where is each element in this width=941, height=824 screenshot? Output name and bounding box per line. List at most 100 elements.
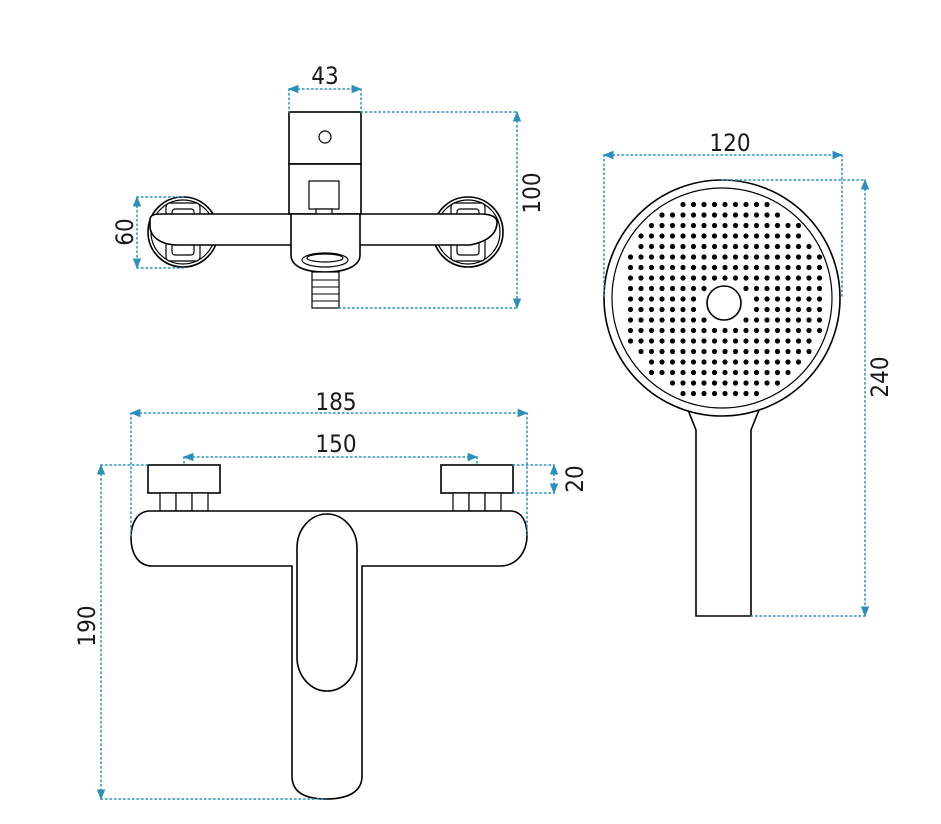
nozzle-dot (774, 306, 781, 313)
nozzle-dot (680, 338, 686, 344)
nozzle-dot (774, 296, 781, 302)
nozzle-dot (711, 233, 718, 239)
nozzle-dot (764, 359, 770, 365)
nozzle-dot (743, 359, 749, 365)
nozzle-dot (690, 254, 697, 260)
nozzle-dot (680, 222, 686, 229)
nozzle-dot (722, 233, 728, 239)
nozzle-dot (659, 212, 665, 218)
nozzle-dot (806, 285, 812, 292)
nozzle-dot (669, 306, 676, 313)
nozzle-dot (701, 317, 707, 323)
nozzle-dot (690, 275, 697, 281)
nozzle-dot (743, 285, 749, 292)
nozzle-dot (648, 348, 655, 355)
nozzle-dot (785, 285, 791, 292)
nozzle-dot (669, 243, 676, 250)
nozzle-dot (680, 233, 686, 239)
nozzle-dot (753, 348, 760, 355)
nozzle-dot (669, 233, 676, 239)
nozzle-dot (680, 254, 686, 260)
nozzle-dot (680, 317, 686, 323)
nozzle-dot (785, 296, 791, 302)
nozzle-dot (774, 348, 781, 355)
nozzle-dot (690, 306, 697, 313)
nozzle-dot (659, 359, 665, 365)
nozzle-dot (764, 233, 770, 239)
nozzle-dot (753, 359, 760, 365)
nozzle-dot (753, 233, 760, 239)
nozzle-dot (732, 348, 739, 355)
nozzle-dot (701, 233, 707, 239)
nozzle-dot (774, 338, 781, 344)
nozzle-dot (753, 222, 760, 229)
nozzle-dot (753, 201, 760, 208)
nozzle-dot (764, 338, 770, 344)
nozzle-dot (732, 254, 739, 260)
nozzle-dot (753, 369, 760, 376)
nozzle-dot (701, 275, 707, 281)
nozzle-dot (680, 264, 686, 271)
nozzle-dot (732, 359, 739, 365)
nozzle-dot (732, 201, 739, 208)
nozzle-dot (743, 369, 749, 376)
nozzle-dot (764, 275, 770, 281)
nozzle-dot (743, 201, 749, 208)
nozzle-dot (764, 243, 770, 250)
nozzle-dot (774, 369, 781, 376)
nozzle-dot (795, 264, 802, 271)
nozzle-dot (690, 233, 697, 239)
nozzle-dot (638, 264, 644, 271)
nozzle-dot (680, 285, 686, 292)
nozzle-dot (648, 222, 655, 229)
nozzle-dot (785, 359, 791, 365)
nozzle-dot (680, 359, 686, 365)
nozzle-dot (669, 296, 676, 302)
nozzle-dot (638, 254, 644, 260)
nozzle-dot (764, 285, 770, 292)
nozzle-dot (774, 243, 781, 250)
nozzle-dot (648, 317, 655, 323)
nozzle-dot (743, 275, 749, 281)
nozzle-dot (795, 327, 802, 334)
nozzle-dot (701, 243, 707, 250)
nozzle-dot (711, 359, 718, 365)
nozzle-dot (690, 348, 697, 355)
nozzle-dot (774, 359, 781, 365)
nozzle-dot (816, 285, 823, 292)
nozzle-dot (795, 296, 802, 302)
nozzle-dot (732, 338, 739, 344)
nozzle-dot (680, 348, 686, 355)
nozzle-dot (680, 296, 686, 302)
nozzle-dot (711, 212, 718, 218)
nozzle-dot (669, 317, 676, 323)
nozzle-dot (701, 254, 707, 260)
nozzle-dot (743, 254, 749, 260)
nozzle-dot (806, 275, 812, 281)
nozzle-dot (669, 222, 676, 229)
nozzle-dot (743, 380, 749, 386)
nozzle-dot (816, 327, 823, 334)
nozzle-dot (701, 212, 707, 218)
nozzle-dot (743, 348, 749, 355)
nozzle-dot (743, 222, 749, 229)
nozzle-dot (690, 201, 697, 208)
nozzle-dot (785, 369, 791, 376)
nozzle-dot (785, 348, 791, 355)
dim-label-front-cap: 20 (561, 465, 589, 492)
nozzle-dot (701, 222, 707, 229)
nozzle-dot (627, 264, 634, 271)
nozzle-dot (711, 338, 718, 344)
nozzle-dot (701, 338, 707, 344)
nozzle-dot (732, 327, 739, 334)
nozzle-dot (669, 380, 676, 386)
nozzle-dot (753, 338, 760, 344)
nozzle-dot (743, 327, 749, 334)
nozzle-dot (795, 285, 802, 292)
nozzle-dot (806, 348, 812, 355)
shower-head-center (706, 285, 742, 321)
nozzle-dot (690, 369, 697, 376)
nozzle-dot (638, 348, 644, 355)
nozzle-dot (774, 317, 781, 323)
nozzle-dot (680, 327, 686, 334)
